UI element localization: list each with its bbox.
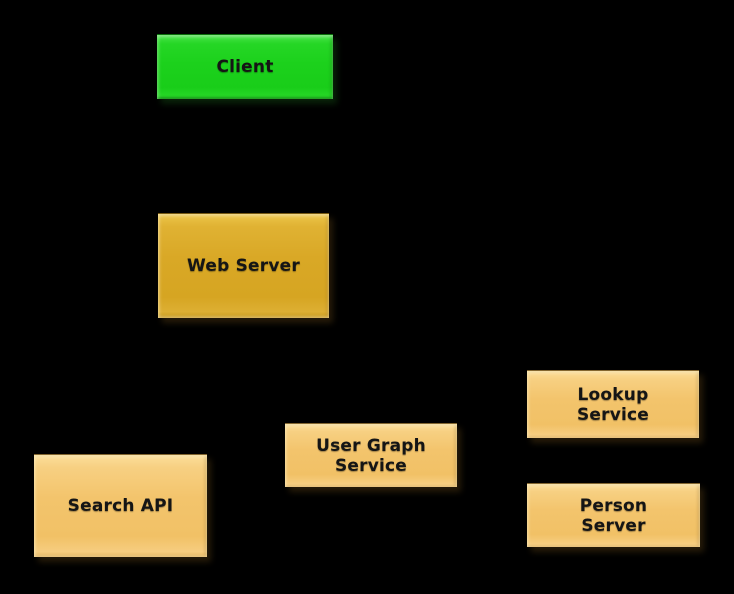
node-person-server: Person Server — [527, 483, 700, 547]
node-search-api: Search API — [34, 454, 207, 557]
node-client: Client — [157, 34, 333, 99]
node-person-server-label: Person Server — [579, 495, 648, 536]
node-client-label: Client — [216, 57, 274, 77]
node-lookup-service-label: Lookup Service — [576, 384, 650, 425]
node-search-api-label: Search API — [67, 496, 174, 516]
node-web-server-label: Web Server — [187, 256, 300, 276]
node-user-graph-service: User Graph Service — [285, 423, 457, 487]
node-lookup-service: Lookup Service — [527, 370, 699, 438]
node-web-server: Web Server — [158, 213, 329, 318]
node-user-graph-service-label: User Graph Service — [316, 435, 426, 476]
